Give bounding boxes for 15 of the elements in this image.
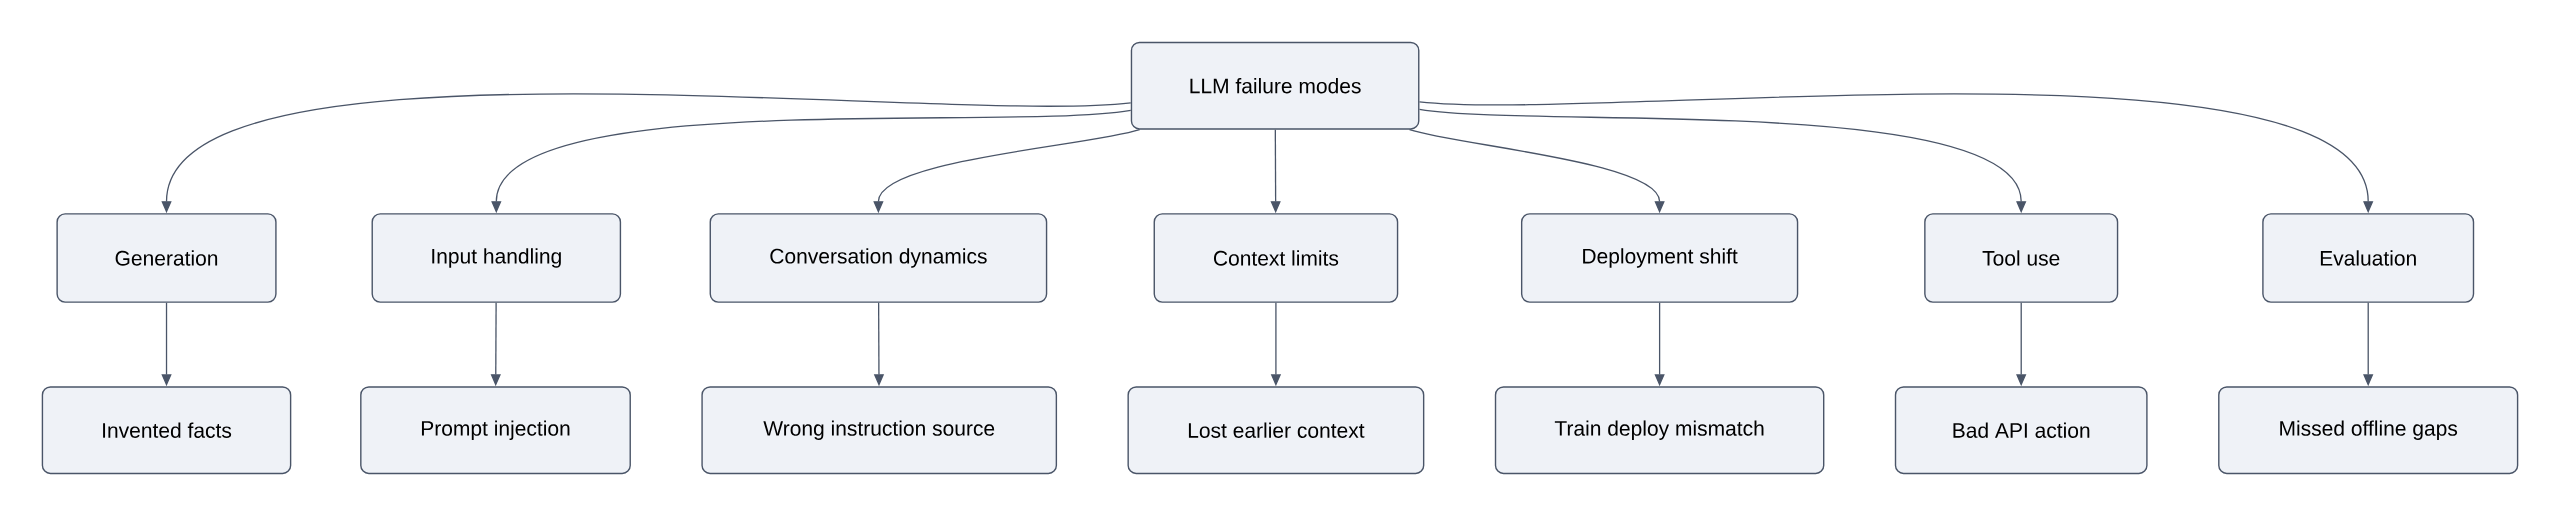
root-box: LLM failure modes (1130, 41, 1420, 130)
process-box: Wrong instruction source (701, 386, 1058, 475)
process-box: Input handling (371, 213, 622, 303)
process-box: Generation (56, 213, 277, 303)
process-box: Missed offline gaps (2218, 386, 2519, 475)
process-box: Lost earlier context (1127, 386, 1425, 475)
process-box: Conversation dynamics (709, 213, 1048, 303)
process-box: Deployment shift (1520, 213, 1799, 303)
process-box: Train deploy mismatch (1494, 386, 1825, 475)
process-box: Invented facts (41, 386, 292, 475)
process-box: Bad API action (1894, 386, 2148, 475)
process-box: Context limits (1153, 213, 1399, 303)
process-box: Tool use (1924, 213, 2119, 303)
process-box: Prompt injection (360, 386, 631, 475)
process-box: Evaluation (2262, 213, 2475, 303)
